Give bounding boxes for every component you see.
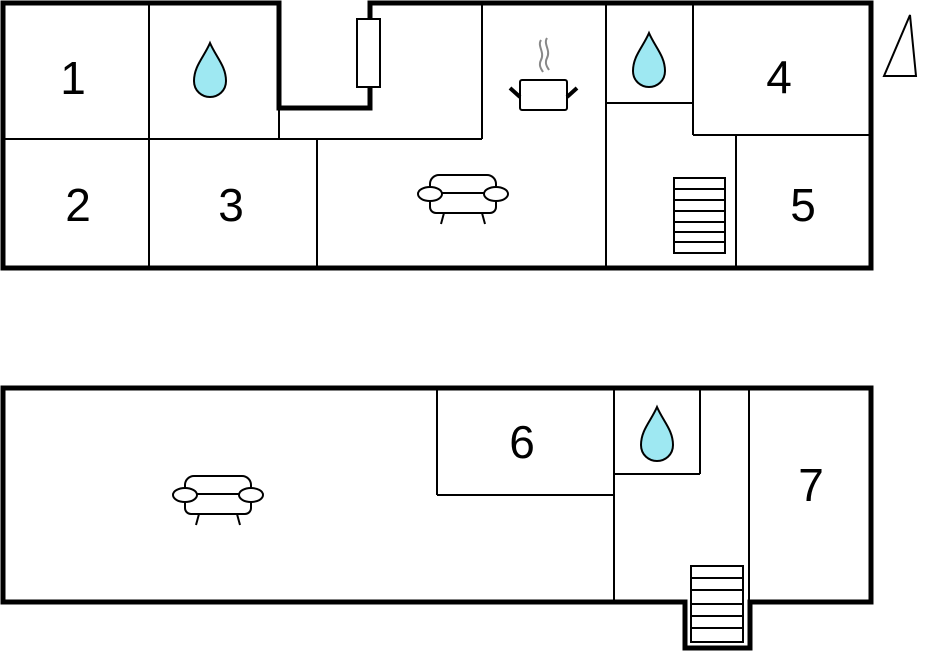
- north-arrow-icon: [882, 14, 918, 77]
- fireplace-icon: [356, 18, 381, 88]
- water-drop-icon: [640, 406, 674, 462]
- sofa-icon: [172, 475, 264, 526]
- lower-inner-walls: [436, 388, 750, 602]
- upper-outer-wall: [0, 0, 874, 271]
- stairs-icon: [673, 177, 726, 254]
- room-label-2: 2: [65, 179, 91, 231]
- room-label-5: 5: [790, 179, 816, 231]
- room-label-1: 1: [60, 52, 86, 104]
- room-label-4: 4: [766, 51, 792, 103]
- lower-outer-wall: [0, 385, 874, 651]
- room-label-6: 6: [509, 416, 535, 468]
- water-drop-icon: [193, 42, 227, 98]
- upper-floor: 1 2 3 4 5: [0, 0, 874, 271]
- water-drop-icon: [632, 32, 666, 88]
- lower-floor: 6 7: [0, 385, 874, 651]
- upper-inner-walls: [3, 3, 871, 268]
- room-label-7: 7: [798, 459, 824, 511]
- sofa-icon: [417, 174, 509, 225]
- cooking-pot-icon: [508, 37, 579, 111]
- room-label-3: 3: [218, 179, 244, 231]
- stairs-icon: [690, 565, 744, 643]
